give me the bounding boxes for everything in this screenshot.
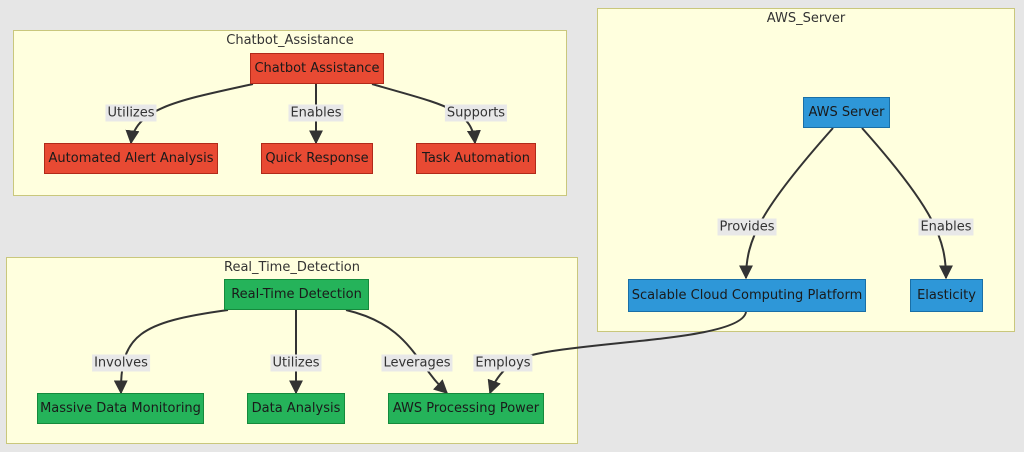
node-data-analysis[interactable]: Data Analysis — [247, 393, 345, 424]
node-elasticity[interactable]: Elasticity — [910, 279, 983, 312]
node-chatbot-assistance[interactable]: Chatbot Assistance — [250, 53, 384, 84]
node-real-time-detection[interactable]: Real-Time Detection — [224, 279, 369, 310]
node-scalable-cloud-platform[interactable]: Scalable Cloud Computing Platform — [628, 279, 866, 312]
edge-label-involves: Involves — [92, 354, 150, 372]
cluster-title-aws: AWS_Server — [766, 11, 846, 26]
cluster-title-realtime: Real_Time_Detection — [224, 260, 360, 275]
node-massive-data-monitoring[interactable]: Massive Data Monitoring — [37, 393, 204, 424]
edge-label-utilizes-analysis: Utilizes — [270, 354, 322, 372]
cluster-title-chatbot: Chatbot_Assistance — [226, 33, 354, 48]
node-aws-processing-power[interactable]: AWS Processing Power — [388, 393, 544, 424]
edge-label-employs: Employs — [473, 354, 533, 372]
edge-label-utilizes: Utilizes — [105, 104, 157, 122]
node-automated-alert-analysis[interactable]: Automated Alert Analysis — [44, 143, 218, 174]
edge-label-enables: Enables — [288, 104, 344, 122]
edge-label-provides: Provides — [717, 218, 777, 236]
node-aws-server[interactable]: AWS Server — [803, 97, 890, 128]
node-task-automation[interactable]: Task Automation — [416, 143, 536, 174]
edge-label-supports: Supports — [444, 104, 508, 122]
node-quick-response[interactable]: Quick Response — [261, 143, 373, 174]
edge-label-leverages: Leverages — [381, 354, 453, 372]
edge-label-enables-elasticity: Enables — [918, 218, 974, 236]
